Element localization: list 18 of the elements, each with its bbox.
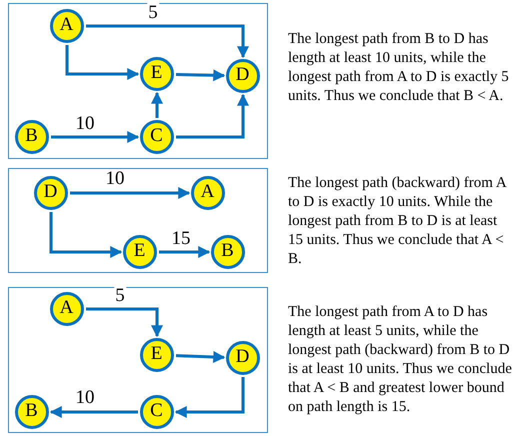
arrow bbox=[50, 212, 122, 258]
explanation-text: The longest path (backward) from A to D is exactly 10 units. While the longest path from B to D is at least 15 units. Thus we conclude that A < B. bbox=[288, 174, 508, 269]
arrow bbox=[70, 187, 190, 199]
arrow bbox=[176, 94, 249, 138]
arrow bbox=[50, 406, 138, 418]
explanation-text: The longest path from B to D has length at least 10 units, while the longest path from A to D is exactly 5 units. Thus we conclude that B < A. bbox=[288, 30, 510, 106]
arrow bbox=[86, 24, 249, 58]
arrow bbox=[86, 308, 163, 338]
panel-frame bbox=[8, 3, 268, 159]
arrow bbox=[176, 69, 226, 82]
panel-frame bbox=[8, 287, 268, 433]
arrow bbox=[66, 45, 140, 80]
arrow bbox=[151, 92, 163, 118]
explanation-text: The longest path from A to D has length at least 5 units, while the longest path (backward) from B to D is at least 10 units. Thus we conclude that A < B and greatest lower bound on path length is 15. bbox=[288, 303, 513, 417]
arrow bbox=[51, 131, 140, 143]
arrow bbox=[159, 246, 210, 258]
arrow bbox=[176, 350, 226, 363]
arrow bbox=[174, 377, 244, 418]
